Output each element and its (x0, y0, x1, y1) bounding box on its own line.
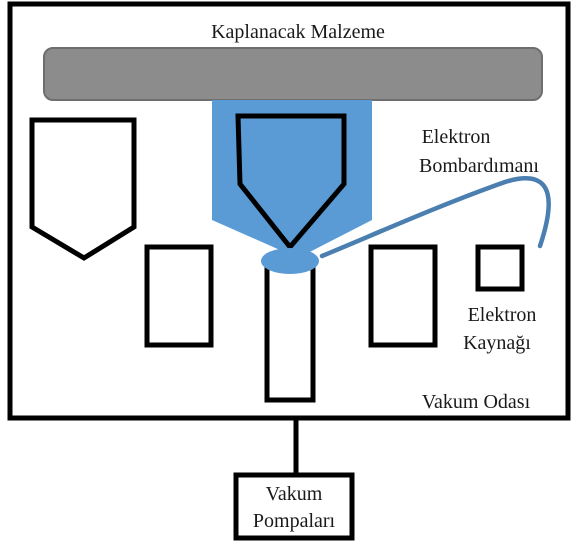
electron-beam-path (319, 176, 551, 259)
vacuum-pumps-label-line2: Pompaları (253, 510, 336, 532)
right-block (368, 244, 438, 348)
electron-bombardment-label-line2: Bombardımanı (419, 155, 539, 177)
center-shield-pentagon (235, 113, 347, 251)
crucible-spot (261, 248, 319, 274)
electron-bombardment-label-line1: Elektron (422, 126, 491, 148)
left-block (144, 244, 214, 348)
vacuum-pumps-box (233, 472, 355, 541)
electron-source-label-line2: Kaynağı (463, 332, 531, 354)
vacuum-chamber-label: Vakum Odası (422, 391, 531, 413)
beam-region (212, 100, 372, 258)
electron-source-box (475, 244, 525, 292)
substrate-bar (43, 47, 543, 101)
left-shield-pentagon (29, 117, 137, 261)
vacuum-pumps-label-line1: Vakum (266, 483, 323, 505)
coating-material-label: Kaplanacak Malzeme (211, 21, 385, 43)
electron-source-label-line1: Elektron (468, 304, 537, 326)
